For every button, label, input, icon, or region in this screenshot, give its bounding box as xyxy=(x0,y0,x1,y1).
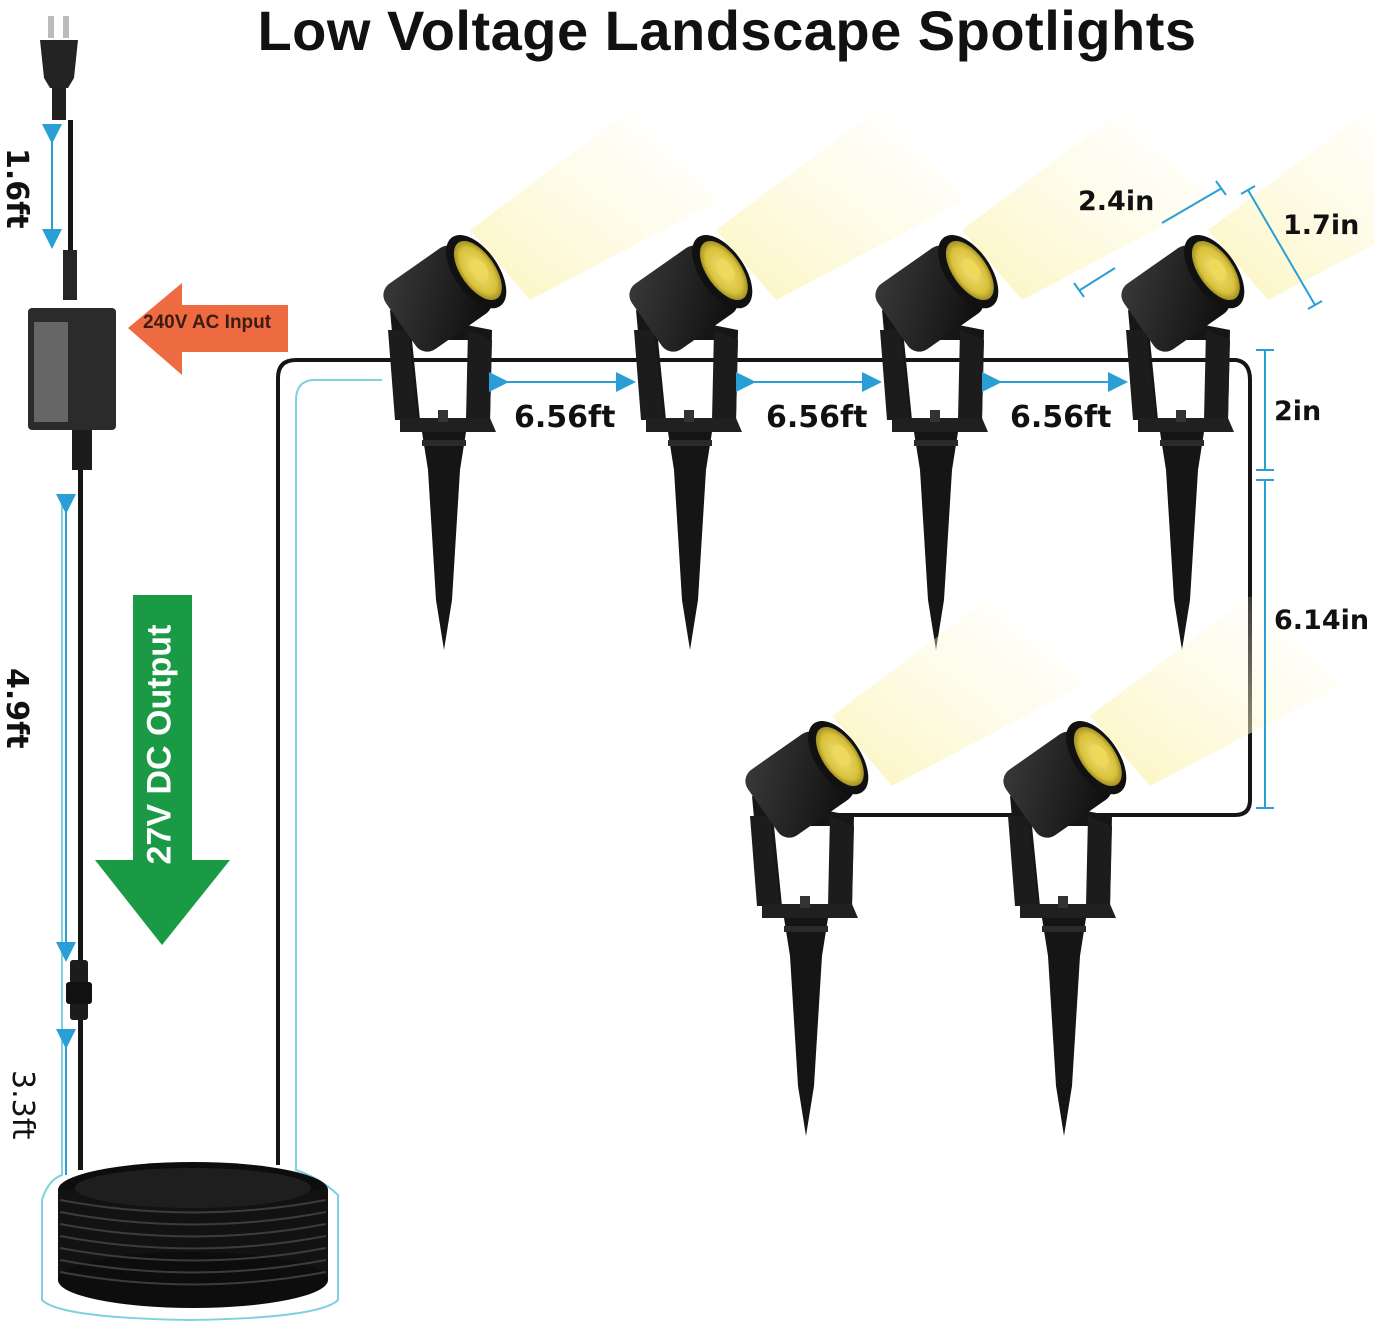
cable-coil-icon xyxy=(58,1162,328,1308)
head-diameter-label: 1.7in xyxy=(1283,210,1360,241)
page-title: Low Voltage Landscape Spotlights xyxy=(257,0,1197,62)
plug-icon xyxy=(40,16,78,120)
ac-input-arrow xyxy=(128,283,288,375)
spacing-label-3: 6.56ft xyxy=(1010,400,1112,435)
spacing-label-1: 6.56ft xyxy=(514,400,616,435)
bracket-height-label: 2in xyxy=(1274,396,1322,427)
dc-output-arrow xyxy=(95,595,230,945)
spacing-label-2: 6.56ft xyxy=(766,400,868,435)
stake-length-label: 6.14in xyxy=(1274,605,1370,636)
head-length-label: 2.4in xyxy=(1078,186,1155,217)
ac-input-label: 240V AC Input xyxy=(143,312,272,333)
output-cable-length: 4.9ft xyxy=(0,668,34,749)
dc-output-label: 27V DC Output xyxy=(140,624,179,865)
coil-lead-length: 3.3ft xyxy=(5,1070,40,1140)
plug-cable-length: 1.6ft xyxy=(0,148,34,229)
